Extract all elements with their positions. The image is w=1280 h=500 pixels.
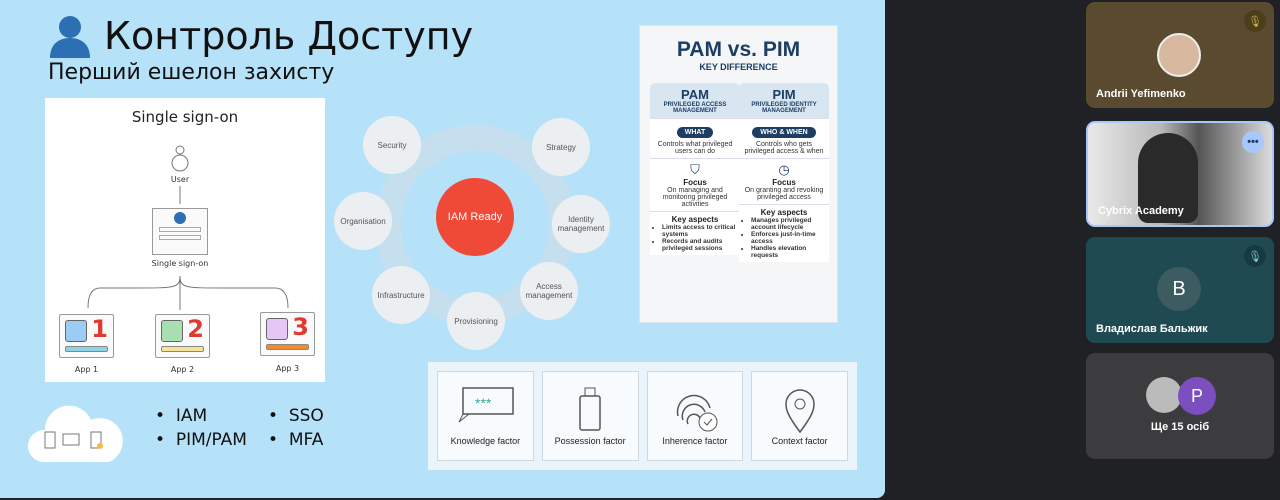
iam-ready-center: IAM Ready: [436, 178, 514, 256]
avatar: P: [1178, 377, 1216, 415]
context-factor: Context factor: [751, 371, 848, 461]
bullet-mfa: • MFA: [268, 430, 324, 450]
presentation-slide: Контроль Доступу Перший ешелон захисту S…: [0, 0, 885, 498]
slide-title: Контроль Доступу: [48, 14, 473, 58]
bullet-pim-pam: • PIM/PAM: [155, 430, 247, 450]
possession-factor: Possession factor: [541, 371, 639, 461]
sso-diagram: Single sign-on User Single sign-on 1 2 3…: [45, 98, 325, 382]
avatar-icon: [174, 212, 186, 224]
avatar: [1146, 377, 1182, 413]
mfa-factors: *** Knowledge factor Possession factor I…: [428, 362, 857, 470]
shield-icon: ⛉: [690, 162, 700, 177]
avatar: B: [1157, 267, 1201, 311]
more-options-button[interactable]: •••: [1242, 131, 1264, 153]
mic-off-icon: 🎙: [1244, 245, 1266, 267]
title-text: Контроль Доступу: [104, 14, 474, 58]
cycle-infrastructure: Infrastructure: [372, 266, 430, 324]
more-participants-tile[interactable]: P Ще 15 осіб: [1086, 353, 1274, 459]
app-1-label: App 1: [74, 365, 99, 374]
login-box: [152, 208, 208, 255]
bullet-iam: • IAM: [155, 406, 208, 426]
pam-subtitle: KEY DIFFERENCE: [699, 62, 778, 72]
username-field: [159, 227, 201, 232]
cycle-security: Security: [363, 116, 421, 174]
usb-key-icon: [579, 387, 601, 431]
more-participants-label: Ще 15 осіб: [1150, 421, 1210, 433]
pam-title: PAM vs. PIM: [676, 38, 801, 61]
participant-name: Andrii Yefimenko: [1096, 88, 1186, 100]
sso-box-label: Single sign-on: [151, 259, 209, 268]
cycle-access: Access management: [520, 262, 578, 320]
user-label: User: [170, 175, 190, 184]
cycle-identity: Identity management: [552, 195, 610, 253]
participant-tile-vladyslav[interactable]: B 🎙 Владислав Бальжик: [1086, 237, 1274, 343]
cycle-provisioning: Provisioning: [447, 292, 505, 350]
cloud-icon: [27, 405, 123, 462]
user-icon: [50, 16, 90, 58]
clock-gear-icon: ◷: [778, 162, 790, 177]
bullet-sso: • SSO: [268, 406, 324, 426]
cycle-organisation: Organisation: [334, 192, 392, 250]
participant-name: Cybrix Academy: [1098, 205, 1184, 217]
app-1: 1: [59, 314, 114, 358]
knowledge-factor: *** Knowledge factor: [437, 371, 534, 461]
app-3-label: App 3: [275, 364, 300, 373]
cycle-strategy: Strategy: [532, 118, 590, 176]
video-feed: [1138, 133, 1198, 223]
participant-tile-cybrix[interactable]: ••• Cybrix Academy: [1086, 121, 1274, 227]
slide-subtitle: Перший ешелон захисту: [48, 60, 335, 85]
sso-heading: Single sign-on: [131, 108, 239, 126]
participant-tile-andrii[interactable]: 🎙 Andrii Yefimenko: [1086, 2, 1274, 108]
password-field: [159, 235, 201, 240]
participant-name: Владислав Бальжик: [1096, 323, 1208, 335]
sso-connectors: [87, 145, 289, 310]
avatar: [1157, 33, 1201, 77]
password-bubble-icon: ***: [458, 387, 515, 423]
location-pin-icon: [784, 389, 815, 434]
app-2-label: App 2: [170, 365, 195, 374]
svg-text:***: ***: [475, 395, 492, 411]
inherence-factor: Inherence factor: [646, 371, 744, 461]
app-3: 3: [260, 312, 315, 356]
mic-off-icon: 🎙: [1244, 10, 1266, 32]
app-2: 2: [155, 314, 210, 358]
fingerprint-icon: [676, 394, 718, 432]
